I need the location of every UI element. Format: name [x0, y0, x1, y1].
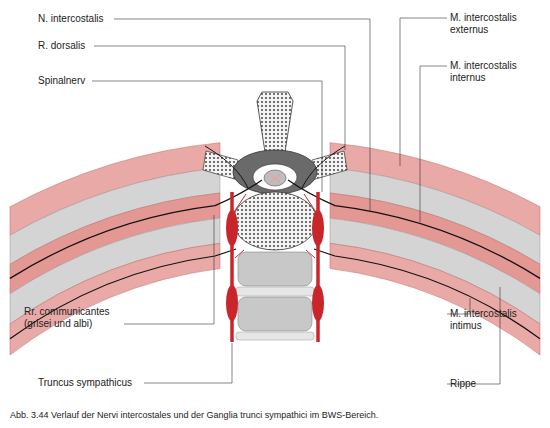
- vertebral-body: [238, 252, 312, 286]
- part-label: Truncus sympathicus: [38, 377, 148, 389]
- sympathetic-ganglion: [312, 285, 324, 321]
- sympathetic-ganglion: [312, 210, 324, 246]
- grey-matter: [270, 174, 280, 182]
- dorsal-ramus: [205, 146, 248, 188]
- leader-line: [400, 18, 447, 166]
- spinal-canal: [253, 164, 297, 190]
- intervertebral-disc: [236, 332, 314, 340]
- part-label: M. intercostalis externus: [450, 12, 540, 36]
- leader-line: [92, 81, 322, 192]
- spinous-process: [257, 92, 293, 152]
- intercostal-nerve: [314, 249, 540, 339]
- sympathetic-ganglion: [226, 210, 238, 246]
- part-label: Spinalnerv: [38, 75, 158, 87]
- part-label: M. intercostalis intimus: [450, 308, 540, 332]
- vertebral-arch: [233, 150, 317, 194]
- part-label: M. intercostalis internus: [450, 60, 540, 84]
- leader-line: [94, 46, 345, 150]
- transverse-process: [312, 151, 347, 180]
- leader-line: [420, 66, 447, 222]
- part-label: R. dorsalis: [38, 40, 158, 52]
- part-label: Rr. communicantes (grisei und albi): [24, 306, 124, 330]
- part-label: N. intercostalis: [38, 13, 158, 25]
- leader-line: [447, 287, 500, 384]
- intercostal-nerve: [10, 249, 236, 339]
- transverse-process: [203, 151, 238, 180]
- sympathetic-ganglion: [226, 285, 238, 321]
- communicating-ramus: [304, 194, 316, 258]
- spinal-cord: [264, 170, 286, 186]
- vertebral-body: [233, 192, 317, 250]
- dorsal-ramus: [302, 146, 345, 188]
- communicating-ramus: [234, 194, 246, 258]
- vertebral-body: [238, 297, 312, 331]
- intervertebral-disc: [236, 287, 314, 296]
- intercostal-nerve: [288, 180, 540, 278]
- intercostal-nerve: [10, 180, 262, 278]
- leader-line: [144, 343, 232, 383]
- part-label: Rippe: [450, 378, 540, 390]
- leader-line: [124, 215, 214, 324]
- leader-line: [114, 19, 370, 211]
- figure-caption: Abb. 3.44 Verlauf der Nervi intercostale…: [10, 410, 545, 421]
